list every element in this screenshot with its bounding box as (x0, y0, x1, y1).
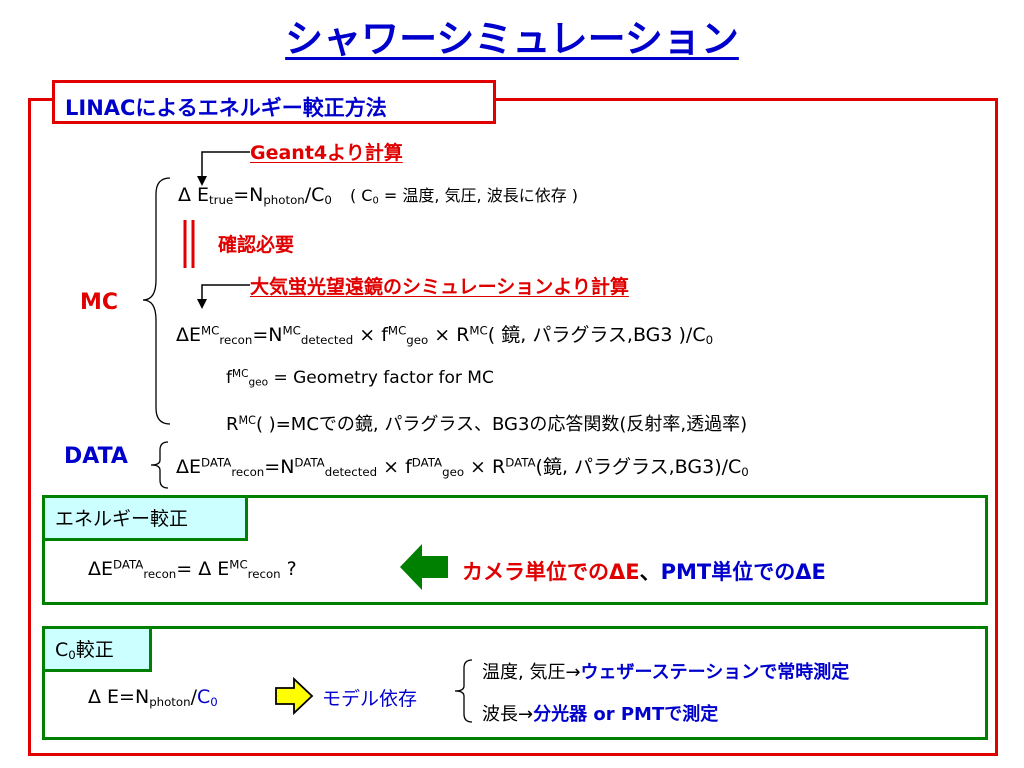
telescope-label: 大気蛍光望遠鏡のシミュレーションより計算 (250, 276, 629, 298)
rmc-definition: RMC( )=MCでの鏡, パラグラス、BG3の応答関数(反射率,透過率) (226, 413, 748, 435)
telescope-arrow-icon (197, 284, 250, 309)
yellow-arrow-icon (275, 676, 314, 716)
mc-label: MC (80, 290, 119, 315)
energy-calibration-result: カメラ単位でのΔE、PMT単位でのΔE (462, 560, 826, 584)
geant-arrow-icon (197, 151, 250, 186)
c0-calibration-header: C0較正 (42, 626, 152, 672)
data-label: DATA (64, 444, 128, 469)
c0-brace-icon (454, 659, 473, 723)
mc-brace-icon (142, 177, 171, 425)
energy-calibration-frame (42, 495, 988, 605)
c0-equation: Δ E=Nphoton/C0 (88, 686, 218, 709)
c0-measure-temp-pressure: 温度, 気圧→ウェザーステーションで常時測定 (482, 662, 850, 683)
energy-calibration-header: エネルギー較正 (42, 495, 248, 541)
mc-equation-recon: ΔEMCrecon=NMCdetected × fMCgeo × RMC( 鏡,… (176, 323, 714, 347)
geant-label: Geant4より計算 (250, 142, 403, 164)
model-dependent-label: モデル依存 (322, 688, 418, 710)
c0-measure-wavelength: 波長→分光器 or PMTで測定 (482, 704, 719, 725)
linac-section-frame (28, 98, 998, 756)
fgeo-definition: fMCgeo = Geometry factor for MC (226, 368, 494, 389)
equality-bar-icon (183, 220, 195, 268)
data-brace-icon (150, 441, 169, 489)
confirm-label: 確認必要 (218, 234, 295, 256)
linac-section-header: LINACによるエネルギー較正方法 (52, 80, 496, 124)
mc-equation-true: Δ Etrue=Nphoton/C0 ( C0 = 温度, 気圧, 波長に依存 … (178, 184, 579, 207)
slide-title: シャワーシミュレーション (285, 17, 739, 61)
pointer-arrows (197, 151, 250, 309)
data-equation-recon: ΔEDATArecon=NDATAdetected × fDATAgeo × R… (176, 455, 749, 479)
c0-calibration-frame (42, 626, 988, 740)
energy-calibration-equation: ΔEDATArecon= Δ EMCrecon ? (88, 557, 297, 581)
green-arrow-icon (400, 544, 448, 590)
